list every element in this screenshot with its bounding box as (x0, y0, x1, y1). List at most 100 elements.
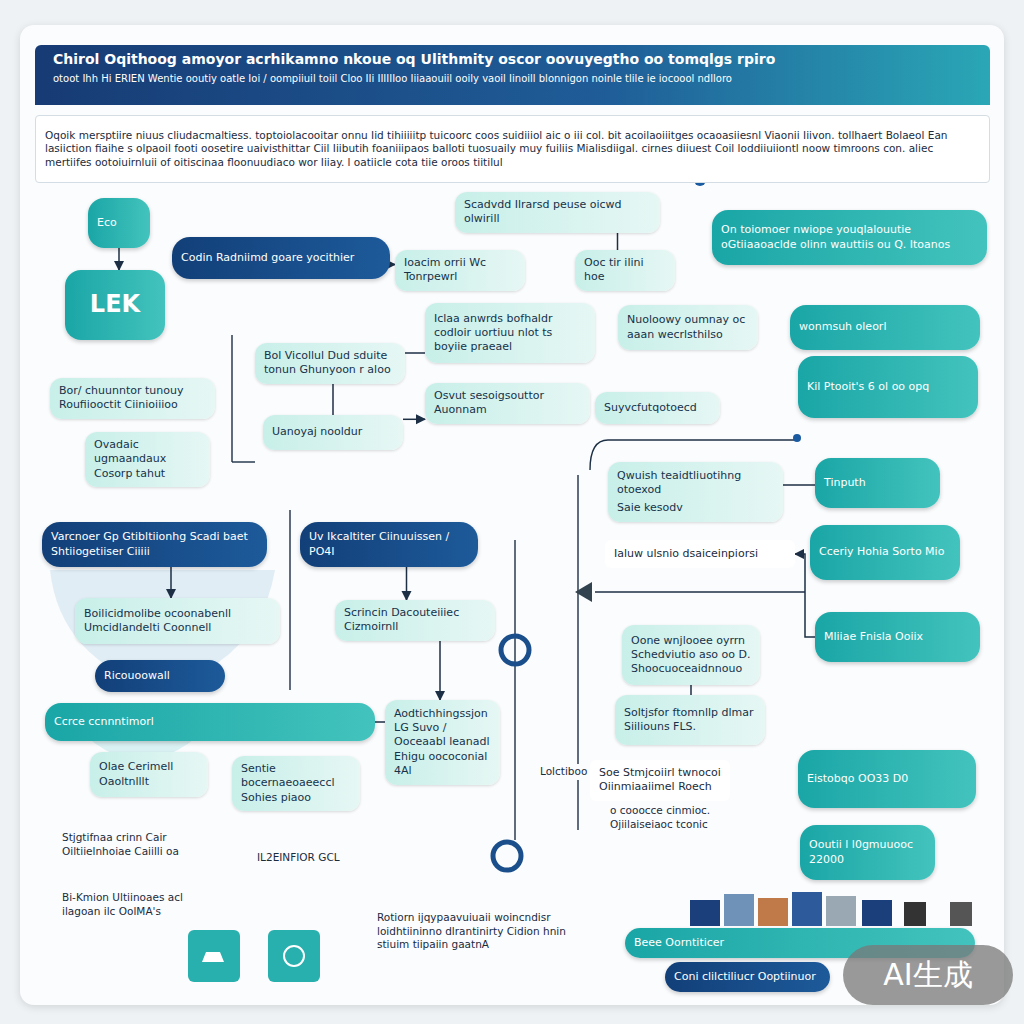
ring-marker (493, 842, 521, 870)
connector (405, 352, 425, 354)
node-text: Uanoyaj nooldur (272, 425, 394, 439)
process-box: Ovadaic ugmaandaux Cosorp tahut (85, 432, 210, 487)
process-box: Uanoyaj nooldur (263, 415, 403, 450)
node-text: On toiomoer nwiope youqlalouutie oGtiiaa… (721, 223, 978, 252)
node-text: Ooutii l l0gmuuooc 22000 (809, 838, 926, 867)
process-box: Eistobqo OO33 D0 (798, 750, 976, 808)
process-box: Ialuw ulsnio dsaiceinpiorsi (605, 540, 795, 568)
node-text: Soltjsfor ftomnllp dlmar Siiliouns FLS. (624, 706, 756, 735)
node-text: Ricouoowall (104, 669, 216, 683)
bracket-line (231, 335, 232, 462)
node-text: Nuoloowy oumnay oc aaan wecrlsthilso (627, 313, 749, 342)
process-box: Uv Ikcaltiter Ciinuuissen / PO4I (300, 522, 478, 567)
process-box: Scrincin Dacouteiiiec Cizmoirnll (335, 600, 495, 641)
connector (690, 685, 692, 695)
process-box: Suyvcfutqotoecd (595, 392, 720, 424)
process-box: Boilicidmolibe ocoonabenll Umcidlandelti… (75, 598, 280, 644)
note-label: Stjgtifnaa crinn Cair Oiltiielnhoiae Cai… (60, 830, 214, 859)
process-box: Qwuish teaidtliuotihng otoexodSaie kesod… (608, 462, 783, 522)
node-text: Qwuish teaidtliuotihng otoexod (617, 469, 774, 498)
process-box: Bor/ chuunntor tunouy Roufiiooctit Ciini… (50, 378, 215, 419)
node-text: Osvut sesoigsouttor Auonnam (434, 389, 581, 418)
node-text: Codin Radniimd goare yocithier (181, 251, 381, 265)
process-box: Olae Cerimell Oaoltnlllt (90, 752, 208, 797)
connector (118, 248, 120, 270)
connector (403, 419, 425, 421)
arrow-symbol (575, 582, 592, 602)
node-text: Eistobqo OO33 D0 (807, 772, 967, 786)
title-bar: Chirol Oqithoog amoyor acrhikamno nkoue … (35, 45, 990, 105)
process-box: wonmsuh oleorl (790, 305, 980, 350)
process-box: Ooc tir ilini hoe (575, 250, 675, 291)
bracket-line (590, 440, 608, 470)
note-label: o cooocce cinmioc. Ojiilaiseiaoc tconic (608, 803, 752, 832)
node-text: Mliiae Fnisla Ooiix (824, 630, 971, 644)
process-box: Codin Radniimd goare yocithier (172, 237, 390, 279)
bracket-line (289, 510, 290, 690)
process-box: Soltjsfor ftomnllp dlmar Siiliouns FLS. (615, 695, 765, 745)
connector (783, 484, 815, 486)
process-box: Varcnoer Gp Gtibltiionhg Scadi baet Shti… (42, 522, 267, 567)
node-text: Oqoik mersptiire niuus cliudacmaltiess. … (45, 129, 980, 170)
connector (332, 384, 334, 415)
node-text: Soe Stmjcoiirl twnocoi Oiinmiaaiimel Roe… (599, 766, 721, 795)
process-box: Soe Stmjcoiirl twnocoi Oiinmiaaiimel Roe… (590, 760, 730, 801)
decor-lines (232, 335, 805, 840)
node-text: Ccrce ccnnntimorl (54, 715, 366, 729)
process-box: Oone wnjlooee oyrrn Schedviutio aso oo D… (622, 625, 760, 685)
leader-line (595, 591, 805, 592)
ring-marker (501, 636, 529, 664)
note-label: Rotiorn ijqypaavuiuaii woincndisr loidht… (375, 910, 569, 953)
diagram-title: Chirol Oqithoog amoyor acrhikamno nkoue … (53, 51, 972, 67)
node-text: Oone wnjlooee oyrrn Schedviutio aso oo D… (631, 634, 751, 677)
node-text: Tinputh (824, 476, 931, 490)
note-label: Lolctiboo (538, 764, 589, 780)
note-label: Bi-Kmion Ultiinoaes acl ilagoan ilc OolM… (60, 890, 224, 919)
node-text: LEK (90, 289, 140, 320)
bar-illustration (690, 892, 972, 926)
note-label: IL2EINFIOR GCL (255, 850, 342, 866)
node-text: Ovadaic ugmaandaux Cosorp tahut (94, 438, 201, 481)
node-text: Boilicidmolibe ocoonabenll Umcidlandelti… (84, 607, 271, 636)
connector (617, 233, 619, 250)
process-box: Iclaa anwrds bofhaldr codloir uortiuu nl… (425, 303, 595, 363)
node-text: Bol Vicollul Dud sduite tonun Ghunyoon r… (264, 349, 396, 378)
node-text: Coni clilctiliucr Ooptiinuor (674, 970, 821, 984)
node-text: Ioacim orrii Wc Tonrpewrl (404, 256, 516, 285)
process-box: Ccrce ccnnntimorl (45, 703, 375, 741)
process-box: LEK (65, 270, 165, 340)
process-box: On toiomoer nwiope youqlalouutie oGtiiaa… (712, 210, 987, 265)
timeline-line (514, 540, 515, 840)
node-text: Suyvcfutqotoecd (604, 401, 711, 415)
process-box: Cceriy Hohia Sorto Mio (810, 525, 960, 580)
process-box: Sentie bocernaeoaeeccl Sohies piaoo (232, 756, 360, 811)
process-box: Mliiae Fnisla Ooiix (815, 612, 980, 662)
node-text: Bor/ chuunntor tunouy Roufiiooctit Ciini… (59, 384, 206, 413)
connector (406, 567, 408, 600)
node-text: wonmsuh oleorl (799, 320, 971, 334)
bracket-line (232, 461, 255, 462)
icon-tile (188, 930, 320, 982)
node-text: Kil Ptooit's 6 ol oo opq (807, 380, 969, 394)
bracket-line (608, 439, 800, 440)
process-box: Ooutii l l0gmuuooc 22000 (800, 825, 935, 880)
process-box: Ricouoowall (95, 660, 225, 692)
node-text: Uv Ikcaltiter Ciinuuissen / PO4I (309, 530, 469, 559)
process-box: Nuoloowy oumnay oc aaan wecrlsthilso (618, 305, 758, 350)
node-text: Saie kesodv (617, 501, 774, 515)
node-text: Scadvdd Ilrarsd peuse oicwd olwirill (464, 198, 651, 227)
node-text: Sentie bocernaeoaeeccl Sohies piaoo (241, 762, 351, 805)
node-text: Eco (97, 216, 141, 230)
process-box: Oqoik mersptiire niuus cliudacmaltiess. … (35, 115, 990, 183)
node-text: Scrincin Dacouteiiiec Cizmoirnll (344, 606, 486, 635)
connector (439, 641, 441, 700)
process-box: Scadvdd Ilrarsd peuse oicwd olwirill (455, 192, 660, 233)
connector (170, 567, 172, 598)
node-text: Iclaa anwrds bofhaldr codloir uortiuu nl… (434, 312, 586, 355)
node-text: Ooc tir ilini hoe (584, 256, 666, 285)
process-box: Tinputh (815, 458, 940, 508)
node-text: Cceriy Hohia Sorto Mio (819, 545, 951, 559)
process-box: Ioacim orrii Wc Tonrpewrl (395, 250, 525, 291)
node-text: Varcnoer Gp Gtibltiionhg Scadi baet Shti… (51, 530, 258, 559)
process-box: Kil Ptooit's 6 ol oo opq (798, 356, 978, 418)
